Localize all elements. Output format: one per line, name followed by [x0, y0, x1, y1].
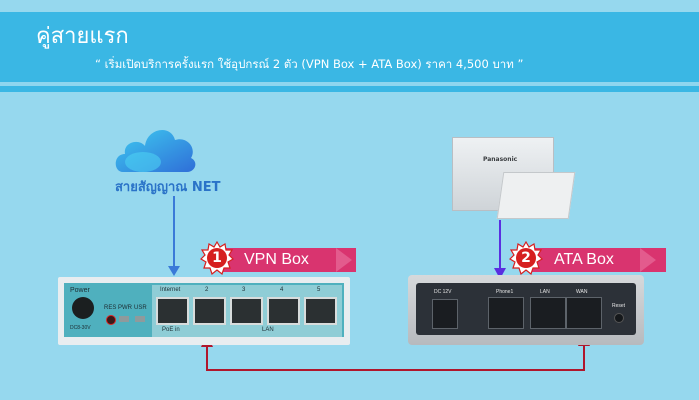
top-strip	[0, 0, 699, 12]
lan-port-2[interactable]	[193, 297, 226, 325]
usr-led	[135, 316, 145, 322]
phone-arrow-head	[494, 268, 506, 279]
ata-reset-button[interactable]	[614, 313, 624, 323]
lan-port-3[interactable]	[230, 297, 263, 325]
ata-lan-port[interactable]	[530, 297, 566, 329]
ata-box-face: DC 12V Phone1 LAN WAN Reset	[416, 283, 636, 335]
ata-power-jack[interactable]	[432, 299, 458, 329]
step-2-badge	[509, 241, 543, 275]
ata-ribbon-tail	[640, 248, 656, 272]
lan-to-wan-link	[206, 343, 585, 371]
pbx-brand: Panasonic	[483, 156, 518, 163]
vpn-box-ribbon: VPN Box	[218, 248, 356, 272]
phone-port-label: Phone1	[496, 289, 514, 295]
page-subtitle: “ เริ่มเปิดบริการครั้งแรก ใช้อุปกรณ์ 2 ต…	[95, 57, 524, 71]
power-label: Power	[70, 287, 90, 294]
header-divider	[0, 82, 699, 86]
port-label-4: 4	[280, 287, 284, 293]
port-label-2: 2	[205, 287, 209, 293]
page-title: คู่สายแรก	[36, 24, 129, 49]
ata-power-spec: DC 12V	[434, 289, 452, 295]
step-1-badge	[200, 241, 234, 275]
ata-box-label: ATA Box	[554, 251, 614, 268]
power-jack-icon	[72, 297, 94, 319]
lan-port-5[interactable]	[304, 297, 337, 325]
port-label-5: 5	[317, 287, 321, 293]
internet-port[interactable]	[156, 297, 189, 325]
header-banner	[0, 12, 699, 82]
lan-label: LAN	[262, 327, 274, 333]
net-arrow-head	[168, 266, 180, 276]
poe-label: PoE in	[162, 327, 180, 333]
ata-box-device: DC 12V Phone1 LAN WAN Reset	[408, 275, 644, 345]
lan-port-4[interactable]	[267, 297, 300, 325]
usr-label: USR	[134, 305, 147, 311]
port-label-internet: Internet	[160, 287, 181, 293]
vpn-box-face: Power DC8-30V RES PWR USR Internet 2 3 4…	[64, 283, 344, 337]
step-2-number: 2	[521, 250, 531, 266]
res-label: RES	[104, 305, 117, 311]
ata-wan-port[interactable]	[566, 297, 602, 329]
header-band	[0, 86, 699, 92]
internet-line-label: สายสัญญาณ NET	[115, 180, 221, 195]
ata-lan-label: LAN	[540, 289, 550, 295]
reset-button[interactable]	[106, 315, 116, 325]
vpn-box-label: VPN Box	[244, 251, 309, 268]
pwr-led	[119, 316, 129, 322]
power-spec: DC8-30V	[70, 325, 91, 331]
vpn-ribbon-tail	[336, 248, 352, 272]
pwr-label: PWR	[118, 305, 132, 311]
ata-reset-label: Reset	[612, 303, 626, 309]
step-1-number: 1	[212, 250, 222, 266]
ata-wan-label: WAN	[576, 289, 588, 295]
phone-port[interactable]	[488, 297, 524, 329]
vpn-box-device: Power DC8-30V RES PWR USR Internet 2 3 4…	[58, 277, 350, 345]
cloud-icon	[115, 129, 196, 172]
port-label-3: 3	[242, 287, 246, 293]
